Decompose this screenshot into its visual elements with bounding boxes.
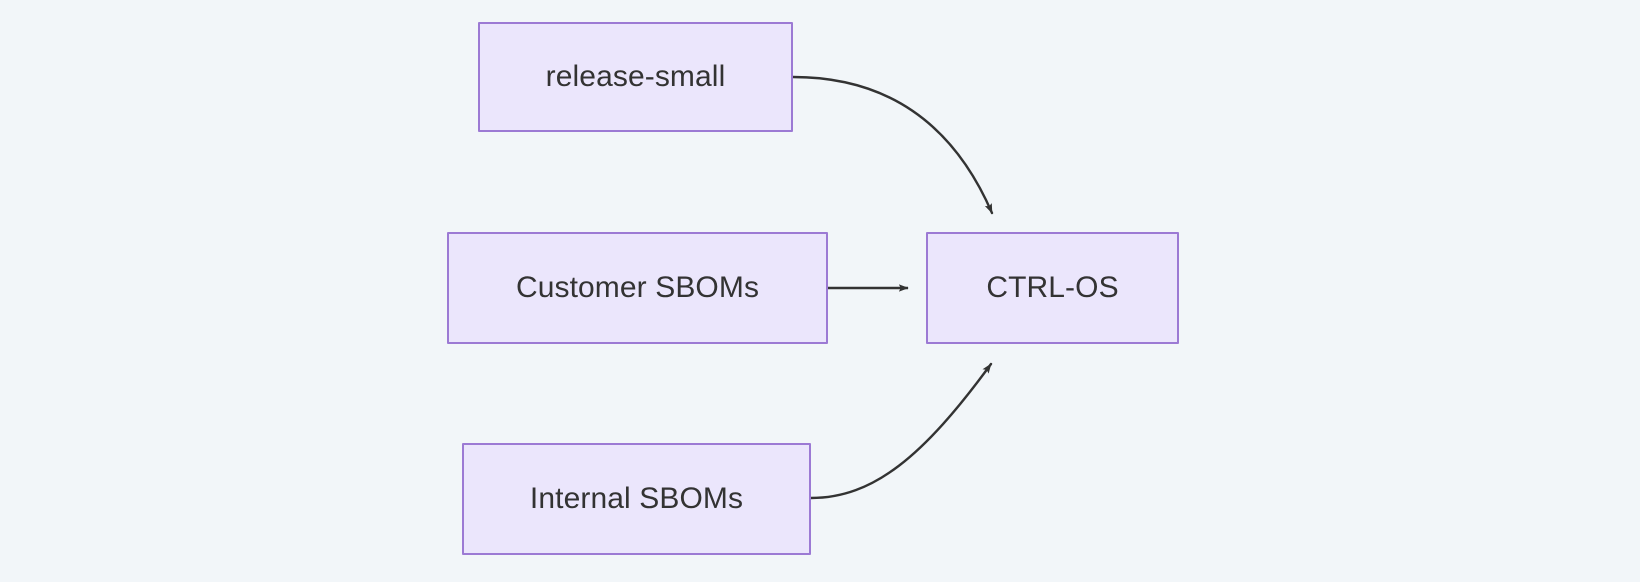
node-release-small[interactable]: release-small: [478, 22, 793, 132]
node-customer-sboms[interactable]: Customer SBOMs: [447, 232, 828, 344]
node-label: Customer SBOMs: [515, 271, 760, 304]
node-label: Internal SBOMs: [529, 482, 744, 515]
node-label: release-small: [545, 60, 726, 93]
node-internal-sboms[interactable]: Internal SBOMs: [462, 443, 811, 555]
edge-release-small-to-ctrl-os: [791, 75, 994, 215]
node-label: CTRL-OS: [986, 271, 1119, 304]
node-ctrl-os[interactable]: CTRL-OS: [926, 232, 1179, 344]
edge-internal-sboms-to-ctrl-os: [809, 362, 993, 500]
